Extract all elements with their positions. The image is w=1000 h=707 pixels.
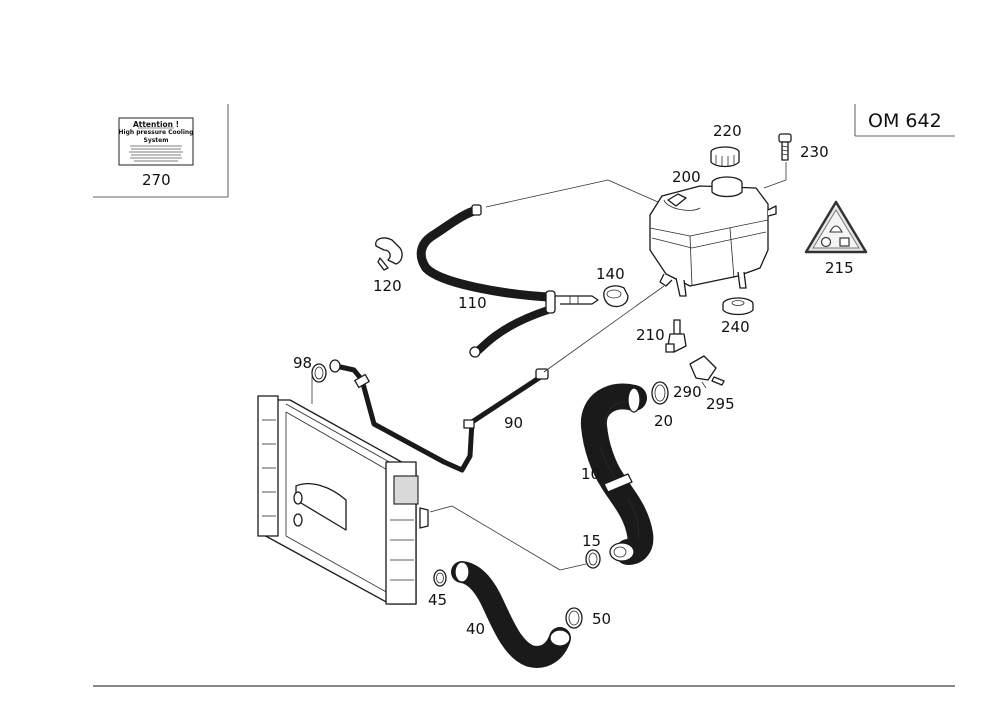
callout-295: 295 — [706, 395, 735, 413]
callout-215: 215 — [825, 259, 854, 277]
callout-110: 110 — [458, 294, 487, 312]
callout-140: 140 — [596, 265, 625, 283]
steam-icon — [829, 225, 843, 233]
warning-label-line2: System — [144, 137, 169, 144]
hose-110[interactable] — [416, 204, 599, 358]
screw-295[interactable] — [711, 376, 725, 386]
frame-lines — [93, 104, 955, 687]
callout-200: 200 — [672, 168, 701, 186]
oring-50[interactable] — [565, 607, 583, 629]
callout-120: 120 — [373, 277, 402, 295]
book-icon — [839, 237, 850, 247]
vent-line-90[interactable] — [329, 359, 549, 473]
callout-220: 220 — [713, 122, 742, 140]
callout-15: 15 — [582, 532, 601, 550]
hose-10[interactable] — [580, 383, 654, 565]
cap-220[interactable] — [710, 146, 740, 168]
callout-270: 270 — [142, 171, 171, 189]
warning-label-fine-print — [129, 145, 183, 162]
connector-290[interactable] — [689, 355, 717, 381]
mount-240[interactable] — [722, 297, 754, 316]
oring-20[interactable] — [651, 381, 669, 405]
callout-45: 45 — [428, 591, 447, 609]
clamp-140[interactable] — [603, 285, 629, 308]
hose-40[interactable] — [451, 561, 571, 668]
engine-code: OM 642 — [868, 110, 942, 132]
callout-numbers: 270 220 230 200 120 140 110 215 240 210 … — [142, 122, 854, 638]
radiator[interactable] — [257, 395, 429, 605]
oring-98[interactable] — [311, 363, 327, 383]
sensor-210[interactable] — [665, 319, 687, 353]
warning-label-270[interactable]: Attention ! High pressure Cooling System — [118, 117, 194, 166]
callout-98: 98 — [293, 354, 312, 372]
hand-icon — [820, 236, 832, 248]
callout-10: 10 — [581, 465, 600, 483]
callout-290: 290 — [673, 383, 702, 401]
bolt-230[interactable] — [778, 133, 792, 161]
warning-triangle-215[interactable] — [804, 200, 868, 254]
warning-label-line1: High pressure Cooling — [119, 129, 194, 136]
warning-label-title: Attention ! — [133, 120, 179, 129]
oring-15[interactable] — [585, 549, 601, 569]
callout-210: 210 — [636, 326, 665, 344]
callout-230: 230 — [800, 143, 829, 161]
oring-45[interactable] — [433, 569, 447, 587]
callout-50: 50 — [592, 610, 611, 628]
clamp-120[interactable] — [375, 237, 403, 271]
callout-240: 240 — [721, 318, 750, 336]
callout-90: 90 — [504, 414, 523, 432]
callout-40: 40 — [466, 620, 485, 638]
expansion-tank-200[interactable] — [649, 176, 777, 297]
callout-20: 20 — [654, 412, 673, 430]
leader-lines — [311, 162, 787, 571]
